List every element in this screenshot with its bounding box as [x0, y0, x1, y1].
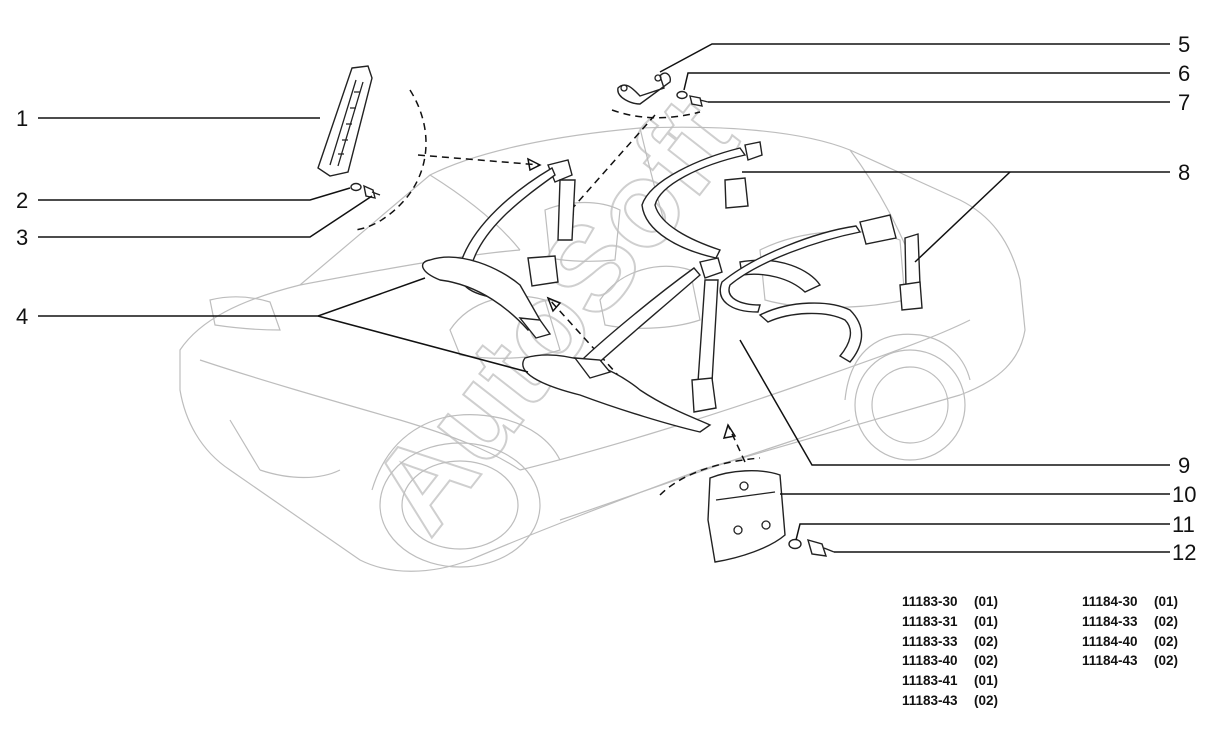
model-code: 11184-43 — [1082, 653, 1138, 669]
front-belt-left — [421, 159, 576, 339]
arrowhead-floor-left — [546, 296, 562, 313]
callout-3: 3 — [16, 225, 28, 250]
bolt-3 — [363, 184, 381, 199]
variant-code: (02) — [974, 633, 999, 649]
arrowhead-sill — [722, 423, 737, 439]
model-code-row: 11183-41 (01) — [902, 671, 998, 691]
variant-code: (02) — [1154, 653, 1179, 669]
model-code-row: 11183-31 (01) — [902, 612, 998, 632]
model-code: 11184-40 — [1082, 633, 1138, 649]
callout-7: 7 — [1178, 90, 1190, 115]
callout-8: 8 — [1178, 160, 1190, 185]
model-code: 11183-30 — [902, 594, 958, 609]
arrow-to-sill — [727, 424, 746, 463]
watermark: AutoSoft — [344, 73, 763, 557]
callout-11: 11 — [1172, 512, 1195, 537]
model-code-row: 11184-33 (02) — [1082, 612, 1178, 632]
variant-code: (02) — [1154, 613, 1179, 629]
height-adjuster-rail — [317, 65, 373, 177]
variant-code: (02) — [974, 692, 999, 708]
variant-code: (02) — [974, 653, 999, 669]
model-code-row: 11183-43 (02) — [902, 691, 998, 711]
model-code-column-left: 11183-30 (01) 11183-31 (01) 11183-33 (02) 1… — [902, 592, 998, 711]
model-code-row: 11183-30 (01) — [902, 592, 998, 612]
variant-code: (01) — [974, 673, 999, 689]
model-code: 11183-40 — [902, 653, 958, 669]
callout-2: 2 — [16, 188, 28, 213]
variant-code: (02) — [1154, 633, 1179, 649]
model-code-row: 11183-40 (02) — [902, 651, 998, 671]
model-code: 11183-31 — [902, 613, 958, 629]
variant-code: (01) — [974, 613, 999, 629]
leader-lines — [38, 43, 1170, 553]
variant-code: (01) — [1154, 594, 1179, 609]
washer-11 — [788, 538, 802, 550]
rear-belt-right — [719, 214, 923, 363]
bolt-12 — [806, 538, 835, 557]
model-code: 11183-43 — [902, 692, 958, 708]
model-code-row: 11184-30 (01) — [1082, 592, 1178, 612]
cover-plate-10 — [707, 470, 786, 563]
callout-9: 9 — [1178, 453, 1190, 478]
model-code-row: 11184-43 (02) — [1082, 651, 1178, 671]
variant-code: (01) — [974, 594, 999, 609]
anchor-bracket-5 — [617, 72, 672, 105]
model-code: 11183-41 — [902, 673, 958, 689]
arrowhead-pillar — [526, 157, 542, 172]
callout-4: 4 — [16, 304, 28, 329]
washer-6 — [676, 90, 688, 100]
callout-1: 1 — [16, 106, 28, 131]
callout-10: 10 — [1172, 482, 1196, 507]
model-code: 11184-33 — [1082, 613, 1138, 629]
washer-2 — [350, 182, 362, 192]
detail-arc-left — [354, 89, 427, 231]
model-code: 11184-30 — [1082, 594, 1138, 609]
model-code: 11183-33 — [902, 633, 958, 649]
callout-12: 12 — [1172, 540, 1196, 565]
model-code-column-right: 11184-30 (01) 11184-33 (02) 11184-40 (02) 1… — [1082, 592, 1178, 671]
arrow-to-pillar — [417, 154, 541, 166]
rear-belt-center — [641, 141, 822, 293]
callout-5: 5 — [1178, 32, 1190, 57]
car-body-outline — [179, 126, 1026, 572]
front-belt-right — [522, 257, 723, 433]
bolt-7 — [689, 95, 709, 107]
callout-6: 6 — [1178, 61, 1190, 86]
watermark-text: AutoSoft — [345, 74, 762, 556]
model-code-row: 11184-40 (02) — [1082, 632, 1178, 652]
model-code-row: 11183-33 (02) — [902, 632, 998, 652]
